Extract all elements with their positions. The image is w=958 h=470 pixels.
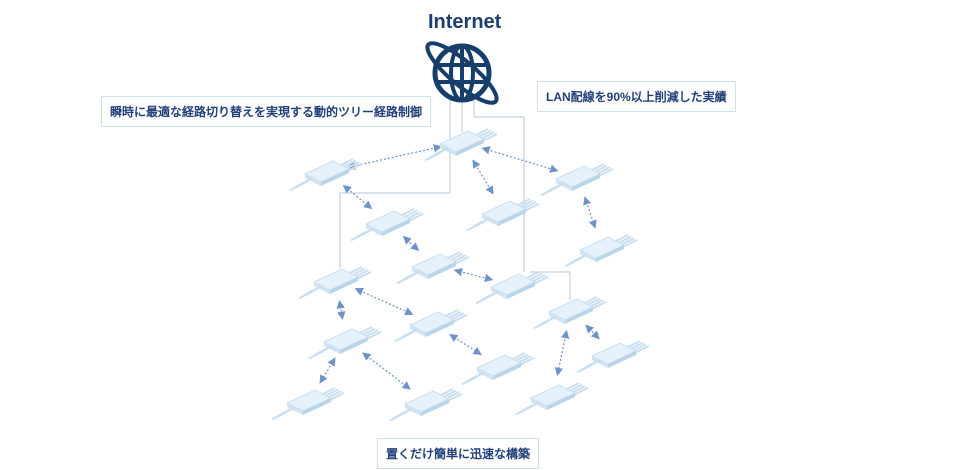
wireless-link-arrow (342, 184, 373, 210)
switch-icon (389, 388, 463, 422)
wireless-link-arrow (585, 324, 600, 340)
wireless-link-arrow (453, 267, 494, 283)
switch-icon (308, 326, 382, 360)
caption-quick-setup: 置くだけ簡単に迅速な構築 (377, 438, 540, 469)
wireless-link-arrow (402, 235, 420, 252)
wireless-link-arrow (583, 196, 597, 229)
switch-icon (289, 158, 363, 192)
wireless-link-arrow (354, 287, 414, 316)
switch-icon (515, 382, 589, 416)
caption-lan-reduction: LAN配線を90%以上削減した実績 (537, 81, 736, 112)
switch-icon (533, 296, 607, 330)
caption-dynamic-routing: 瞬時に最適な経路切り替えを実現する動的ツリー経路制御 (101, 96, 432, 127)
switches (271, 128, 650, 422)
switch-icon (461, 352, 535, 386)
wireless-link-arrow (346, 144, 443, 170)
switch-icon (576, 340, 650, 374)
switch-icon (350, 208, 424, 242)
wireless-links (319, 144, 600, 390)
wire (530, 271, 571, 300)
switch-icon (540, 163, 614, 197)
wireless-link-arrow (554, 329, 570, 377)
switch-icon (424, 128, 498, 162)
globe-icon (425, 41, 499, 105)
switch-icon (475, 271, 549, 305)
wireless-link-arrow (449, 333, 482, 356)
wireless-link-arrow (362, 352, 411, 390)
internet-label: Internet (428, 11, 502, 33)
wireless-link-arrow (336, 300, 346, 320)
switch-icon (396, 251, 470, 285)
wireless-link-arrow (472, 159, 494, 195)
switch-icon (394, 309, 468, 343)
wire (473, 100, 525, 272)
wireless-link-arrow (481, 146, 559, 173)
wireless-link-arrow (319, 357, 336, 384)
wired-connections (339, 100, 571, 300)
switch-icon (564, 234, 638, 268)
switch-icon (271, 387, 345, 421)
switch-icon (298, 266, 372, 300)
switch-icon (466, 198, 540, 232)
